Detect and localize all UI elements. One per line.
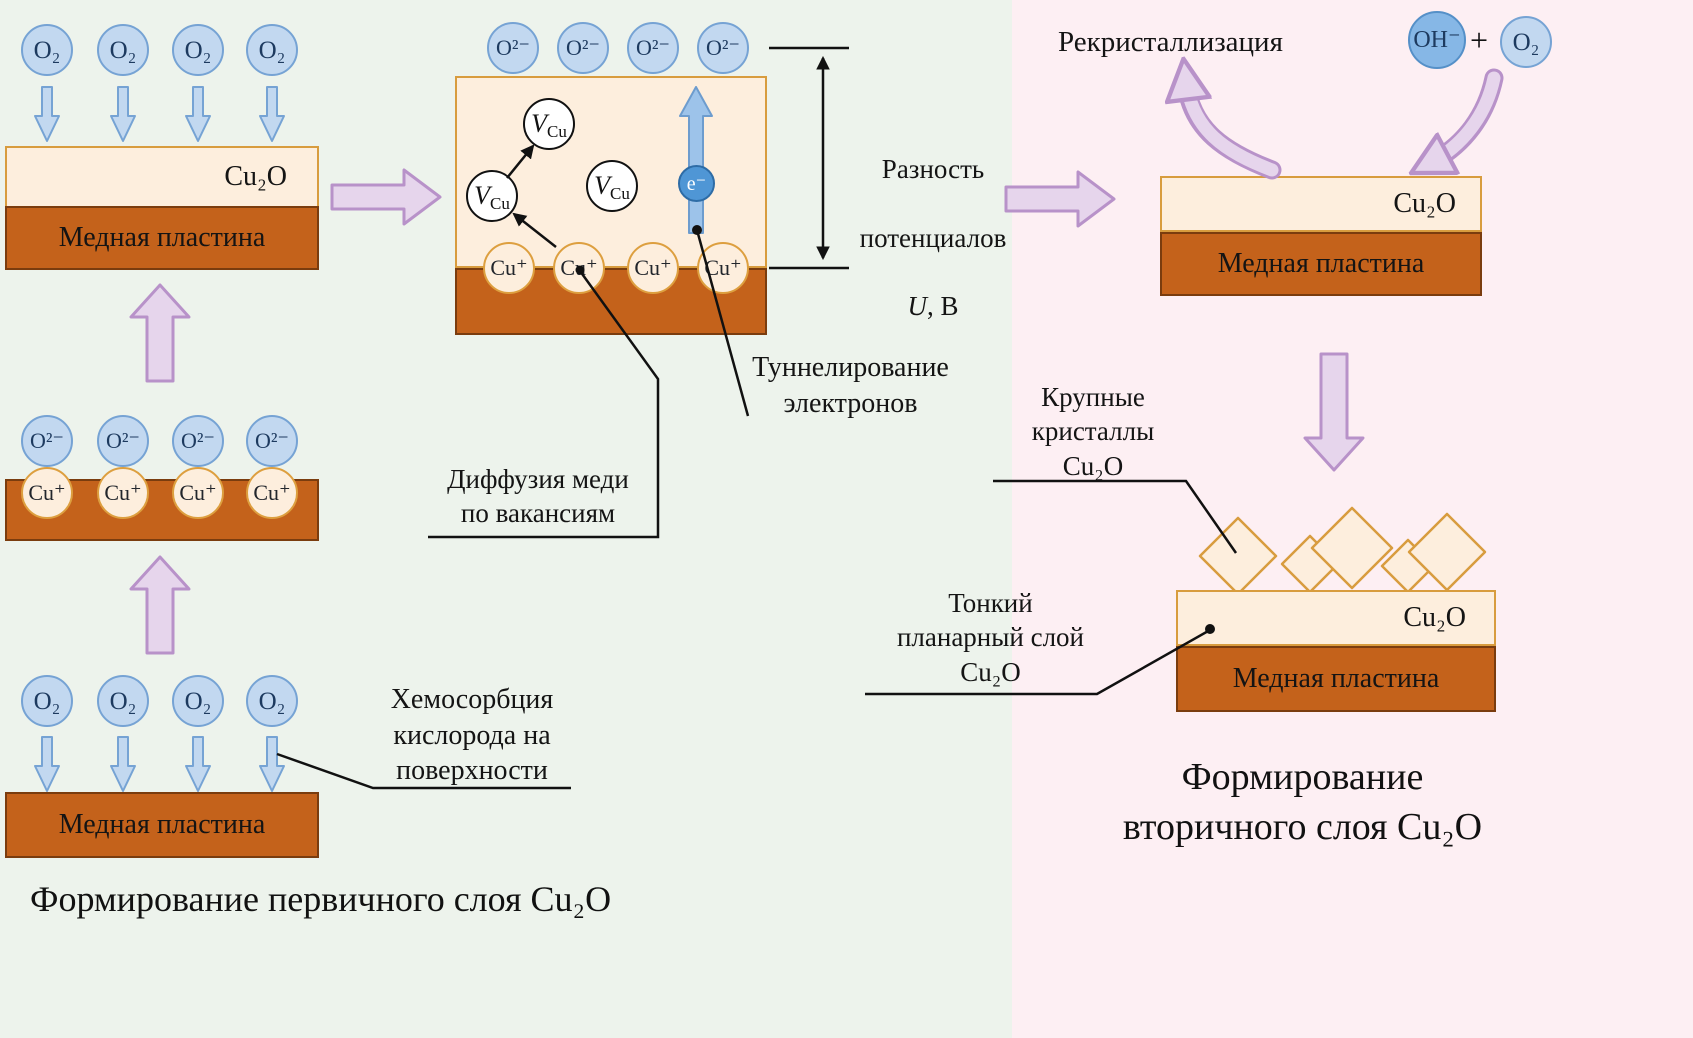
cuplus-ion: Cu⁺ bbox=[21, 467, 73, 519]
o2minus-ion: O²⁻ bbox=[21, 415, 73, 467]
vacancy-symbol: V bbox=[594, 171, 611, 200]
electron: e⁻ bbox=[678, 165, 715, 202]
up-arrow-icon bbox=[129, 555, 191, 655]
copper-plate-label: Медная пластина bbox=[58, 809, 266, 840]
o2-molecule: O₂ bbox=[172, 675, 224, 727]
cu2o-layer: Cu₂O bbox=[1176, 590, 1496, 646]
tunneling-note: Туннелирование электронов bbox=[752, 352, 949, 419]
secondary-panel-bg bbox=[1012, 0, 1693, 1038]
o2-molecule: O₂ bbox=[246, 675, 298, 727]
down-arrow-icon bbox=[1303, 352, 1365, 472]
right-arrow-icon bbox=[1004, 170, 1116, 228]
vacancy-symbol: V bbox=[531, 109, 548, 138]
cuplus-ion: Cu⁺ bbox=[483, 242, 535, 294]
adsorption-arrow-icon bbox=[110, 86, 136, 142]
cu2o-layer: Cu₂O bbox=[1160, 176, 1482, 232]
adsorption-arrow-icon bbox=[259, 736, 285, 792]
o2minus-ion: O²⁻ bbox=[627, 22, 679, 74]
o2-molecule: O₂ bbox=[246, 24, 298, 76]
primary-layer-caption: Формирование первичного слоя Cu₂O bbox=[30, 879, 612, 919]
o2minus-ion: O²⁻ bbox=[246, 415, 298, 467]
vacancy-subscript: Cu bbox=[610, 183, 630, 203]
o2-molecule: O₂ bbox=[1500, 16, 1552, 68]
cu2o-layer-label: Cu₂O bbox=[1393, 188, 1456, 219]
recrystallization-label: Рекристаллизация bbox=[1058, 26, 1283, 58]
copper-plate-label: Медная пластина bbox=[58, 222, 266, 253]
cuplus-ion: Cu⁺ bbox=[246, 467, 298, 519]
potential-line2: потенциалов bbox=[859, 222, 1007, 253]
tunneling-arrow-icon bbox=[679, 86, 713, 234]
cuplus-ion: Cu⁺ bbox=[697, 242, 749, 294]
o2-molecule: O₂ bbox=[172, 24, 224, 76]
cuplus-ion: Cu⁺ bbox=[627, 242, 679, 294]
thin-layer-note: Тонкий планарный слой Cu₂O bbox=[896, 588, 1085, 687]
o2minus-ion: O²⁻ bbox=[697, 22, 749, 74]
copper-plate: Медная пластина bbox=[5, 206, 319, 270]
cuplus-ion: Cu⁺ bbox=[97, 467, 149, 519]
o2-molecule: O₂ bbox=[97, 24, 149, 76]
chemisorption-note: Хемосорбция кислорода на поверхности bbox=[390, 684, 554, 787]
cuplus-ion: Cu⁺ bbox=[553, 242, 605, 294]
vacancy-symbol: V bbox=[474, 181, 491, 210]
o2minus-ion: O²⁻ bbox=[487, 22, 539, 74]
diffusion-note: Диффузия меди по вакансиям bbox=[447, 464, 629, 529]
large-crystals-note: Крупные кристаллы Cu₂O bbox=[1031, 382, 1155, 481]
potential-line1: Разность bbox=[881, 154, 985, 185]
vacancy-subscript: Cu bbox=[547, 121, 567, 141]
adsorption-arrow-icon bbox=[34, 86, 60, 142]
cu2o-layer-label: Cu₂O bbox=[224, 161, 287, 192]
copper-plate: Медная пластина bbox=[1176, 646, 1496, 712]
plus-sign: + bbox=[1470, 22, 1489, 58]
copper-plate: Медная пластина bbox=[5, 792, 319, 858]
o2-molecule: O₂ bbox=[21, 24, 73, 76]
adsorption-arrow-icon bbox=[110, 736, 136, 792]
cu2o-layer-label: Cu₂O bbox=[1403, 602, 1466, 633]
adsorption-arrow-icon bbox=[185, 86, 211, 142]
copper-plate-label: Медная пластина bbox=[1232, 663, 1440, 694]
adsorption-arrow-icon bbox=[34, 736, 60, 792]
o2minus-ion: O²⁻ bbox=[97, 415, 149, 467]
up-arrow-icon bbox=[129, 283, 191, 383]
adsorption-arrow-icon bbox=[259, 86, 285, 142]
o2-molecule: O₂ bbox=[97, 675, 149, 727]
copper-plate-label: Медная пластина bbox=[1217, 248, 1425, 279]
o2minus-ion: O²⁻ bbox=[172, 415, 224, 467]
oh-ion: OH⁻ bbox=[1408, 11, 1466, 69]
cu2o-layer: Cu₂O bbox=[5, 146, 319, 208]
copper-plate: Медная пластина bbox=[1160, 232, 1482, 296]
potential-symbol: U, В bbox=[907, 291, 959, 322]
o2minus-ion: O²⁻ bbox=[557, 22, 609, 74]
right-arrow-icon bbox=[330, 168, 442, 226]
cuplus-ion: Cu⁺ bbox=[172, 467, 224, 519]
o2-molecule: O₂ bbox=[21, 675, 73, 727]
vacancy-subscript: Cu bbox=[490, 193, 510, 213]
adsorption-arrow-icon bbox=[185, 736, 211, 792]
secondary-layer-caption: Формирование вторичного слоя Cu₂O bbox=[1122, 756, 1483, 849]
potential-difference-note: Разность потенциалов U, В bbox=[843, 118, 1023, 324]
